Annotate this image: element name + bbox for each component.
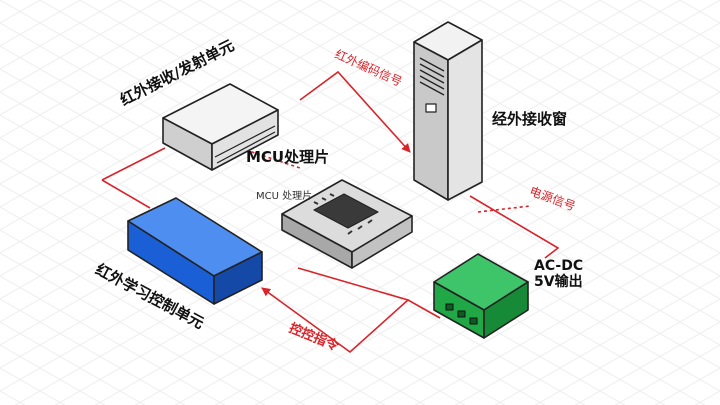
line-dashed-irunit — [239, 147, 301, 169]
line-power-to-cmd — [407, 299, 441, 319]
mcu-chip — [281, 179, 413, 269]
line-dashed-power — [477, 205, 531, 213]
line-irunit-to-learn — [101, 179, 151, 209]
label-mcu-sub: MCU 处理片 — [256, 191, 313, 202]
ir-receive-cabinet — [413, 21, 483, 201]
ir-learn-control-block — [127, 197, 263, 305]
label-mcu-title: MCU处理片 — [246, 148, 330, 166]
label-ir-receive-window: 经外接收窗 — [492, 110, 568, 128]
power-module-block — [433, 253, 529, 339]
connection-lines — [101, 70, 560, 354]
line-control-command — [261, 267, 410, 354]
line-power-signal — [469, 195, 560, 259]
line-learn-to-irunit — [101, 147, 166, 181]
line-ir-encoded-signal — [299, 70, 411, 153]
ir-transceiver-unit — [162, 83, 279, 171]
label-power-module: AC-DC 5V输出 — [534, 258, 584, 291]
